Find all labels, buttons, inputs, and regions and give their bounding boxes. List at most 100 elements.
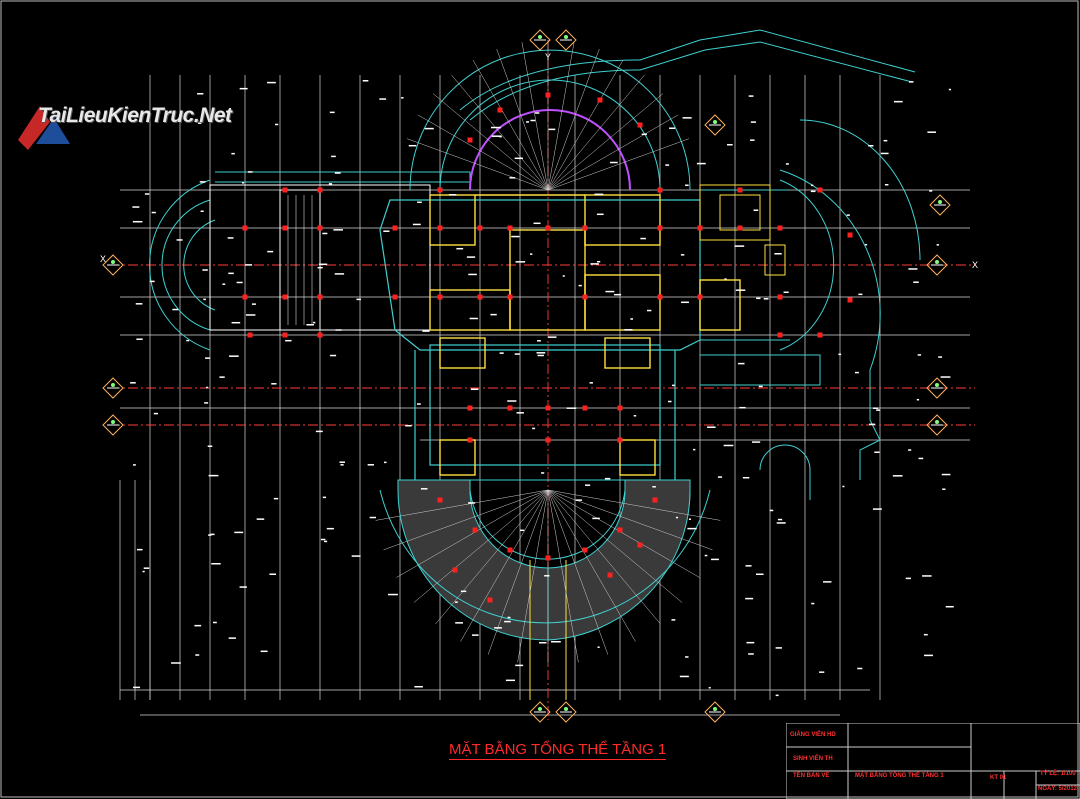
column [507,225,513,231]
annotation-mark [199,181,206,183]
annotation-mark [239,87,248,90]
annotation-mark [335,329,342,331]
annotation-mark [624,329,633,331]
annotation-mark [945,605,954,608]
radial-line [547,114,679,191]
axis-markers [102,29,951,723]
annotation-mark [874,451,880,454]
annotation-mark [516,412,524,414]
title-block [786,723,1080,799]
annotation-mark [548,128,556,131]
annotation-mark [324,540,328,543]
annotation-mark [681,301,689,304]
column [777,225,783,231]
axis-marker-icon [704,701,726,723]
annotation-mark [142,570,145,573]
column [242,294,248,300]
left-stair [287,195,313,325]
annotation-mark [149,280,155,283]
column [452,567,458,573]
bottom-radial-lines [375,489,721,665]
axis-marker-icon [926,377,948,399]
annotation-mark [227,237,234,239]
annotation-mark [244,264,253,266]
bottom-right-stand [547,479,691,641]
annotation-mark [913,281,919,283]
watermark-text: TaiLieuKienTruc.Net [38,104,232,127]
annotation-mark [727,144,733,146]
annotation-mark [424,127,434,130]
annotation-mark [520,529,525,532]
annotation-mark [132,206,140,208]
annotation-mark [748,653,754,655]
annotation-mark [685,656,689,658]
annotation-mark [228,272,234,275]
radial-line [396,489,549,578]
annotation-mark [537,340,541,342]
annotation-mark [208,474,219,477]
interior-walls [429,194,741,476]
annotation-mark [318,263,328,266]
tb-row3-label: TÊN BẢN VẼ [793,773,830,779]
annotation-mark [271,383,277,385]
radial-line [487,489,549,655]
annotation-mark [367,464,374,466]
annotation-mark [317,266,323,269]
annotation-mark [491,126,501,129]
annotation-mark [745,597,754,600]
annotation-mark [750,121,757,123]
annotation-mark [130,382,136,384]
column [545,405,551,411]
annotation-mark [941,473,951,476]
axis-label-x-left: X [100,254,106,264]
radial-line [406,138,549,191]
annotation-mark [339,461,345,463]
annotation-mark [811,602,815,605]
annotation-mark [868,145,874,147]
annotation-mark [535,112,540,114]
columns [242,92,853,603]
column [617,527,623,533]
annotation-mark [490,313,497,316]
radial-line [547,489,661,625]
annotation-mark [739,406,746,409]
annotation-mark [823,581,832,583]
radial-line [517,489,549,663]
annotation-mark [652,486,656,488]
annotation-mark [242,182,245,184]
column [437,187,443,193]
central-block [379,199,701,480]
column [652,497,658,503]
column [637,542,643,548]
annotation-mark [753,209,759,211]
column [437,225,443,231]
column [487,597,493,603]
annotation-mark [231,152,235,155]
top-rotunda [409,29,916,191]
axis-marker-icon [555,701,577,723]
annotation-mark [219,376,225,378]
radial-line [472,59,549,191]
annotation-mark [420,488,428,490]
annotation-mark [544,575,550,577]
annotation-mark [940,376,951,378]
annotation-mark [514,157,523,160]
axis-marker-icon [529,701,551,723]
radial-line [547,59,624,191]
annotation-mark [416,403,421,405]
column [657,294,663,300]
annotation-mark [229,355,239,357]
radial-line [413,489,549,603]
annotation-mark [551,640,561,643]
radial-line [432,93,549,191]
annotation-mark [735,289,746,291]
annotation-mark [509,177,516,179]
annotation-mark [211,562,221,565]
annotation-mark [585,484,591,486]
annotation-mark [499,352,504,354]
annotation-mark [746,641,755,644]
annotation-mark [858,293,863,296]
annotation-mark [687,527,697,530]
annotation-mark [505,679,515,682]
annotation-mark [667,400,672,403]
